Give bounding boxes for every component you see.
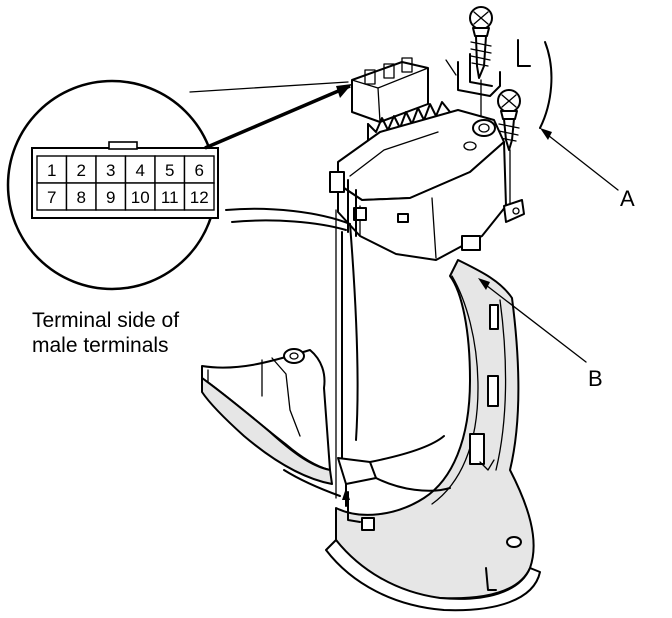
- leader-arrowhead: [336, 84, 352, 98]
- callout-a: A: [540, 128, 635, 211]
- pin-cell-10: [124, 182, 156, 211]
- screw-lower: [497, 89, 521, 151]
- callout-b-label: B: [588, 366, 603, 391]
- connector-lock-tab: [108, 141, 138, 150]
- callout-b-line: [481, 281, 587, 363]
- pin-label-4: 4: [136, 161, 145, 180]
- pin-cell-7: [36, 182, 68, 211]
- pin-label-6: 6: [195, 161, 204, 180]
- pin-label-9: 9: [106, 188, 115, 207]
- pin-cell-12: [183, 182, 215, 211]
- pin-label-5: 5: [165, 161, 174, 180]
- column-cover: [325, 259, 541, 612]
- screw-upper: [469, 6, 493, 79]
- pin-cell-4: [124, 155, 156, 184]
- wire-harness: [225, 207, 451, 507]
- pin-label-2: 2: [77, 161, 86, 180]
- leader-line-lower: [204, 84, 351, 150]
- pin-label-12: 12: [190, 188, 209, 207]
- callout-b: B: [478, 278, 603, 391]
- callout-a-label: A: [620, 186, 635, 211]
- column-bracket: [445, 39, 553, 129]
- leader-line-upper: [189, 81, 349, 93]
- callout-a-line: [543, 131, 619, 191]
- pin-cell-2: [65, 155, 97, 184]
- switch-body: [329, 109, 525, 261]
- callout-a-arrowhead: [540, 128, 552, 140]
- pin-cell-9: [95, 182, 127, 211]
- pin-label-7: 7: [47, 188, 56, 207]
- detail-leader-lines: [189, 81, 352, 150]
- connector-caption: Terminal side of male terminals: [32, 308, 179, 358]
- caption-line-2: male terminals: [32, 334, 169, 357]
- pin-label-1: 1: [47, 161, 56, 180]
- pin-label-10: 10: [131, 188, 150, 207]
- caption-line-1: Terminal side of: [32, 309, 180, 332]
- switch-connector: [351, 57, 451, 143]
- pin-label-11: 11: [161, 188, 179, 207]
- lower-cover-half: [201, 348, 333, 485]
- pin-label-3: 3: [106, 161, 115, 180]
- callout-b-arrowhead: [478, 278, 490, 290]
- pin-label-8: 8: [77, 188, 86, 207]
- pin-cell-5: [154, 155, 186, 184]
